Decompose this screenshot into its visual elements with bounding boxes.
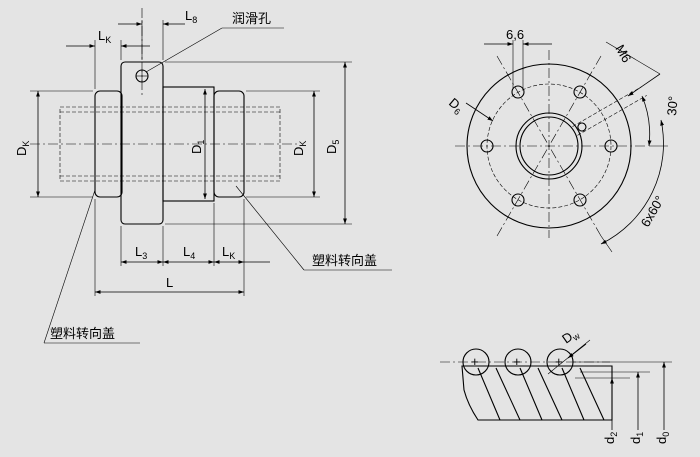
dim-Dw: Dw <box>559 325 582 348</box>
dim-DK-left: DK <box>14 141 31 156</box>
dim-d2: d2 <box>602 432 619 444</box>
screw-shaft <box>59 106 281 182</box>
dim-L: L <box>166 275 173 290</box>
svg-text:+: + <box>471 354 479 369</box>
dim-DK-right: DK <box>291 141 308 156</box>
dim-D1: D1 <box>189 140 206 154</box>
dim-d1: d1 <box>628 432 645 444</box>
ball-detail: + + + d2 d1 d0 Dw <box>440 325 672 444</box>
dim-D5: D5 <box>324 140 341 154</box>
lube-port <box>572 86 647 136</box>
dim-d0: d0 <box>654 432 671 444</box>
dim-angle-30: 30° <box>664 95 681 116</box>
dim-LK-bottom: LK <box>222 244 235 261</box>
dim-D6: D6 <box>445 95 467 117</box>
dim-6-6: 6,6 <box>506 27 524 42</box>
side-view: L8 LK 润滑孔 DK D1 DK D5 <box>14 8 392 344</box>
callout-plastic-cap-right: 塑料转向盖 <box>312 253 377 268</box>
svg-text:+: + <box>513 354 521 369</box>
dim-LK-top: LK <box>98 28 111 45</box>
callout-lube-hole: 润滑孔 <box>232 11 271 26</box>
svg-text:+: + <box>555 354 563 369</box>
callout-plastic-cap-left: 塑料转向盖 <box>50 326 115 341</box>
dim-L4: L4 <box>183 244 195 261</box>
dim-L8: L8 <box>185 8 197 25</box>
dim-L3: L3 <box>135 244 147 261</box>
dim-M6: M6 <box>612 42 634 65</box>
front-view: 6,6 M6 D6 30° 6x60° <box>445 27 681 253</box>
dim-angle-6x60: 6x60° <box>638 193 668 229</box>
screw-profile <box>461 365 613 421</box>
